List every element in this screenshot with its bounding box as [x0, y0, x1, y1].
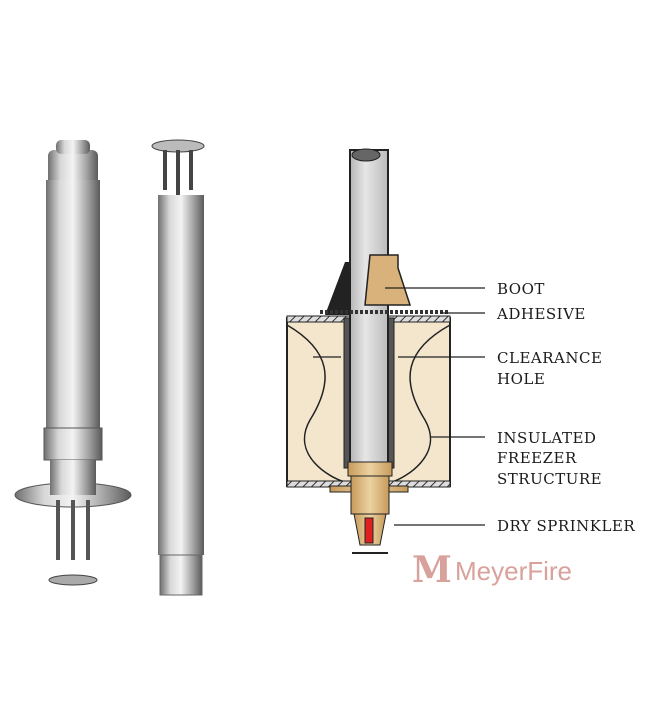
upright-dry-sprinkler-illustration	[151, 139, 205, 596]
label-dry-sprinkler: DRY SPRINKLER	[497, 517, 635, 535]
pendent-dry-sprinkler-illustration	[14, 140, 132, 586]
boot-left	[325, 262, 350, 315]
leader-lines	[313, 287, 485, 526]
logo-text: MeyerFire	[455, 556, 572, 586]
label-adhesive: ADHESIVE	[496, 305, 586, 323]
sprinkler-fitting	[329, 461, 409, 554]
logo-mark: M	[412, 549, 452, 591]
label-structure: STRUCTURE	[497, 470, 602, 488]
label-hole: HOLE	[497, 370, 545, 388]
label-freezer: FREEZER	[497, 449, 577, 467]
label-insulated: INSULATED	[497, 429, 596, 447]
meyerfire-logo: M MeyerFire	[412, 549, 572, 591]
boot	[364, 254, 412, 306]
pipe-end	[351, 148, 381, 162]
label-boot: BOOT	[497, 280, 545, 298]
glass-bulb	[364, 517, 374, 544]
label-clearance: CLEARANCE	[497, 349, 602, 367]
pipe	[349, 149, 389, 469]
